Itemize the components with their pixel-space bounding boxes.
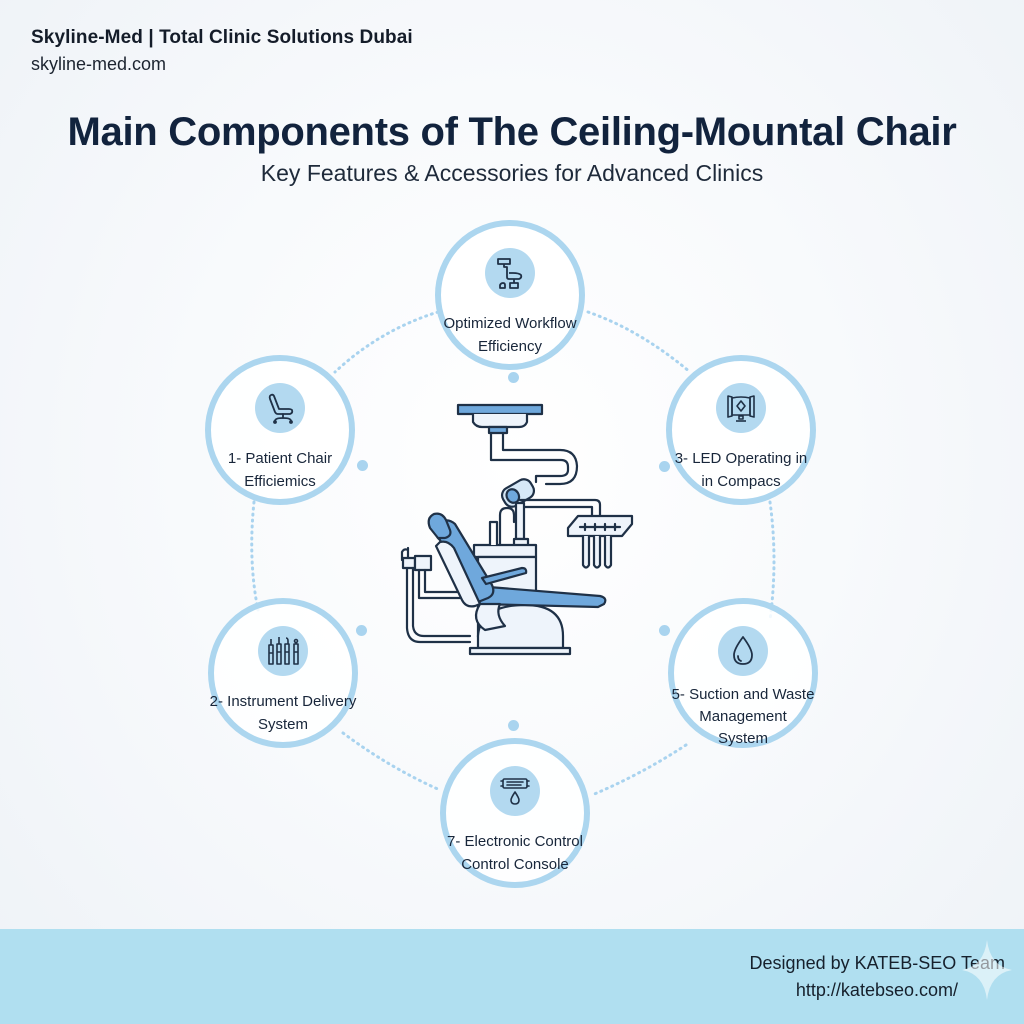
tray-arm — [518, 498, 602, 520]
node-instrument-delivery[interactable]: 2- Instrument Delivery System — [208, 598, 358, 748]
node-suction-waste[interactable]: 5- Suction and Waste Management System — [668, 598, 818, 748]
label-line: Optimized Workflow — [443, 315, 577, 332]
ring-dot-bottom — [508, 720, 519, 731]
ring-dot-right — [659, 461, 670, 472]
brand-name: Skyline-Med | Total Clinic Solutions Dub… — [31, 27, 413, 48]
water-drop-icon — [718, 626, 768, 676]
light-post — [514, 501, 526, 541]
label-line: in Compacs — [701, 473, 781, 490]
tray-handpieces — [581, 534, 613, 569]
led-monitor-icon — [716, 383, 766, 433]
connector-top-left — [333, 310, 440, 374]
dental-chair-illustration — [400, 403, 634, 656]
connector-ring — [250, 310, 776, 797]
articulating-arm — [489, 431, 579, 486]
label-line: System — [257, 716, 308, 733]
label-line: System — [717, 730, 768, 747]
brand-url[interactable]: skyline-med.com — [31, 54, 167, 74]
label-line: 3- LED Operating in — [674, 450, 808, 467]
ring-dot-left-lower — [356, 625, 367, 636]
connector-bottom-right — [590, 743, 688, 797]
node-electronic-control[interactable]: 7- Electronic Control Control Console — [440, 738, 590, 888]
ceiling-plate — [456, 403, 544, 416]
connector-top-right — [586, 310, 692, 374]
label-line: 7- Electronic Control — [447, 833, 583, 850]
faucet — [498, 506, 516, 547]
label-line: 1- Patient Chair — [227, 450, 333, 467]
label-line: 5- Suction and Waste — [671, 686, 815, 703]
office-chair-icon — [255, 383, 305, 433]
brand-header: Skyline-Med | Total Clinic Solutions Dub… — [31, 27, 413, 75]
chair-seat-support — [474, 602, 507, 632]
floor-plate — [468, 646, 572, 656]
label-line: Management — [699, 708, 787, 725]
chair-armrest — [480, 566, 528, 586]
ring-dot-right-lower — [659, 625, 670, 636]
node-patient-chair[interactable]: 1- Patient Chair Efficiemics — [205, 355, 355, 505]
side-arm — [417, 568, 462, 600]
ring-dot-left — [357, 460, 368, 471]
control-console-drip-icon — [490, 766, 540, 816]
node-led-operating[interactable]: 3- LED Operating in in Compacs — [666, 355, 816, 505]
label-line: Efficiency — [478, 338, 542, 355]
delivery-hose — [405, 566, 472, 644]
node-label: 1- Patient Chair Efficiemics — [191, 447, 369, 493]
sparkle-icon — [962, 940, 1012, 1000]
footer-credit: Designed by KATEB-SEO Team — [749, 953, 1005, 973]
ceiling-collar — [487, 425, 509, 435]
node-label: 5- Suction and Waste Management System — [654, 684, 832, 750]
dental-instruments-icon — [258, 626, 308, 676]
node-label: Optimized Workflow Efficiency — [421, 312, 599, 358]
connector-left — [250, 500, 260, 612]
label-line: 2- Instrument Delivery — [209, 693, 357, 710]
ring-dot-top — [508, 372, 519, 383]
label-line: Control Console — [461, 856, 569, 873]
connector-bottom-left — [341, 731, 442, 792]
node-optimized-workflow[interactable]: Optimized Workflow Efficiency — [435, 220, 585, 370]
ceiling-mount — [471, 412, 529, 429]
node-label: 2- Instrument Delivery System — [194, 690, 372, 736]
footer-band: Designed by KATEB-SEO Team http://katebs… — [0, 929, 1024, 1024]
node-label: 3- LED Operating in in Compacs — [652, 447, 830, 493]
label-line: Efficiemics — [244, 473, 316, 490]
chair-headrest — [427, 512, 452, 540]
connector-right — [768, 500, 776, 622]
dental-chair-outline-icon — [485, 248, 535, 298]
page-title: Main Components of The Ceiling-Mountal C… — [67, 110, 957, 154]
footer-url[interactable]: http://katebseo.com/ — [795, 980, 958, 1000]
chair-leg-rest — [474, 584, 607, 609]
page-subtitle: Key Features & Accessories for Advanced … — [260, 160, 764, 186]
sink-top — [472, 543, 538, 559]
node-label: 7- Electronic Control Control Console — [426, 830, 604, 876]
